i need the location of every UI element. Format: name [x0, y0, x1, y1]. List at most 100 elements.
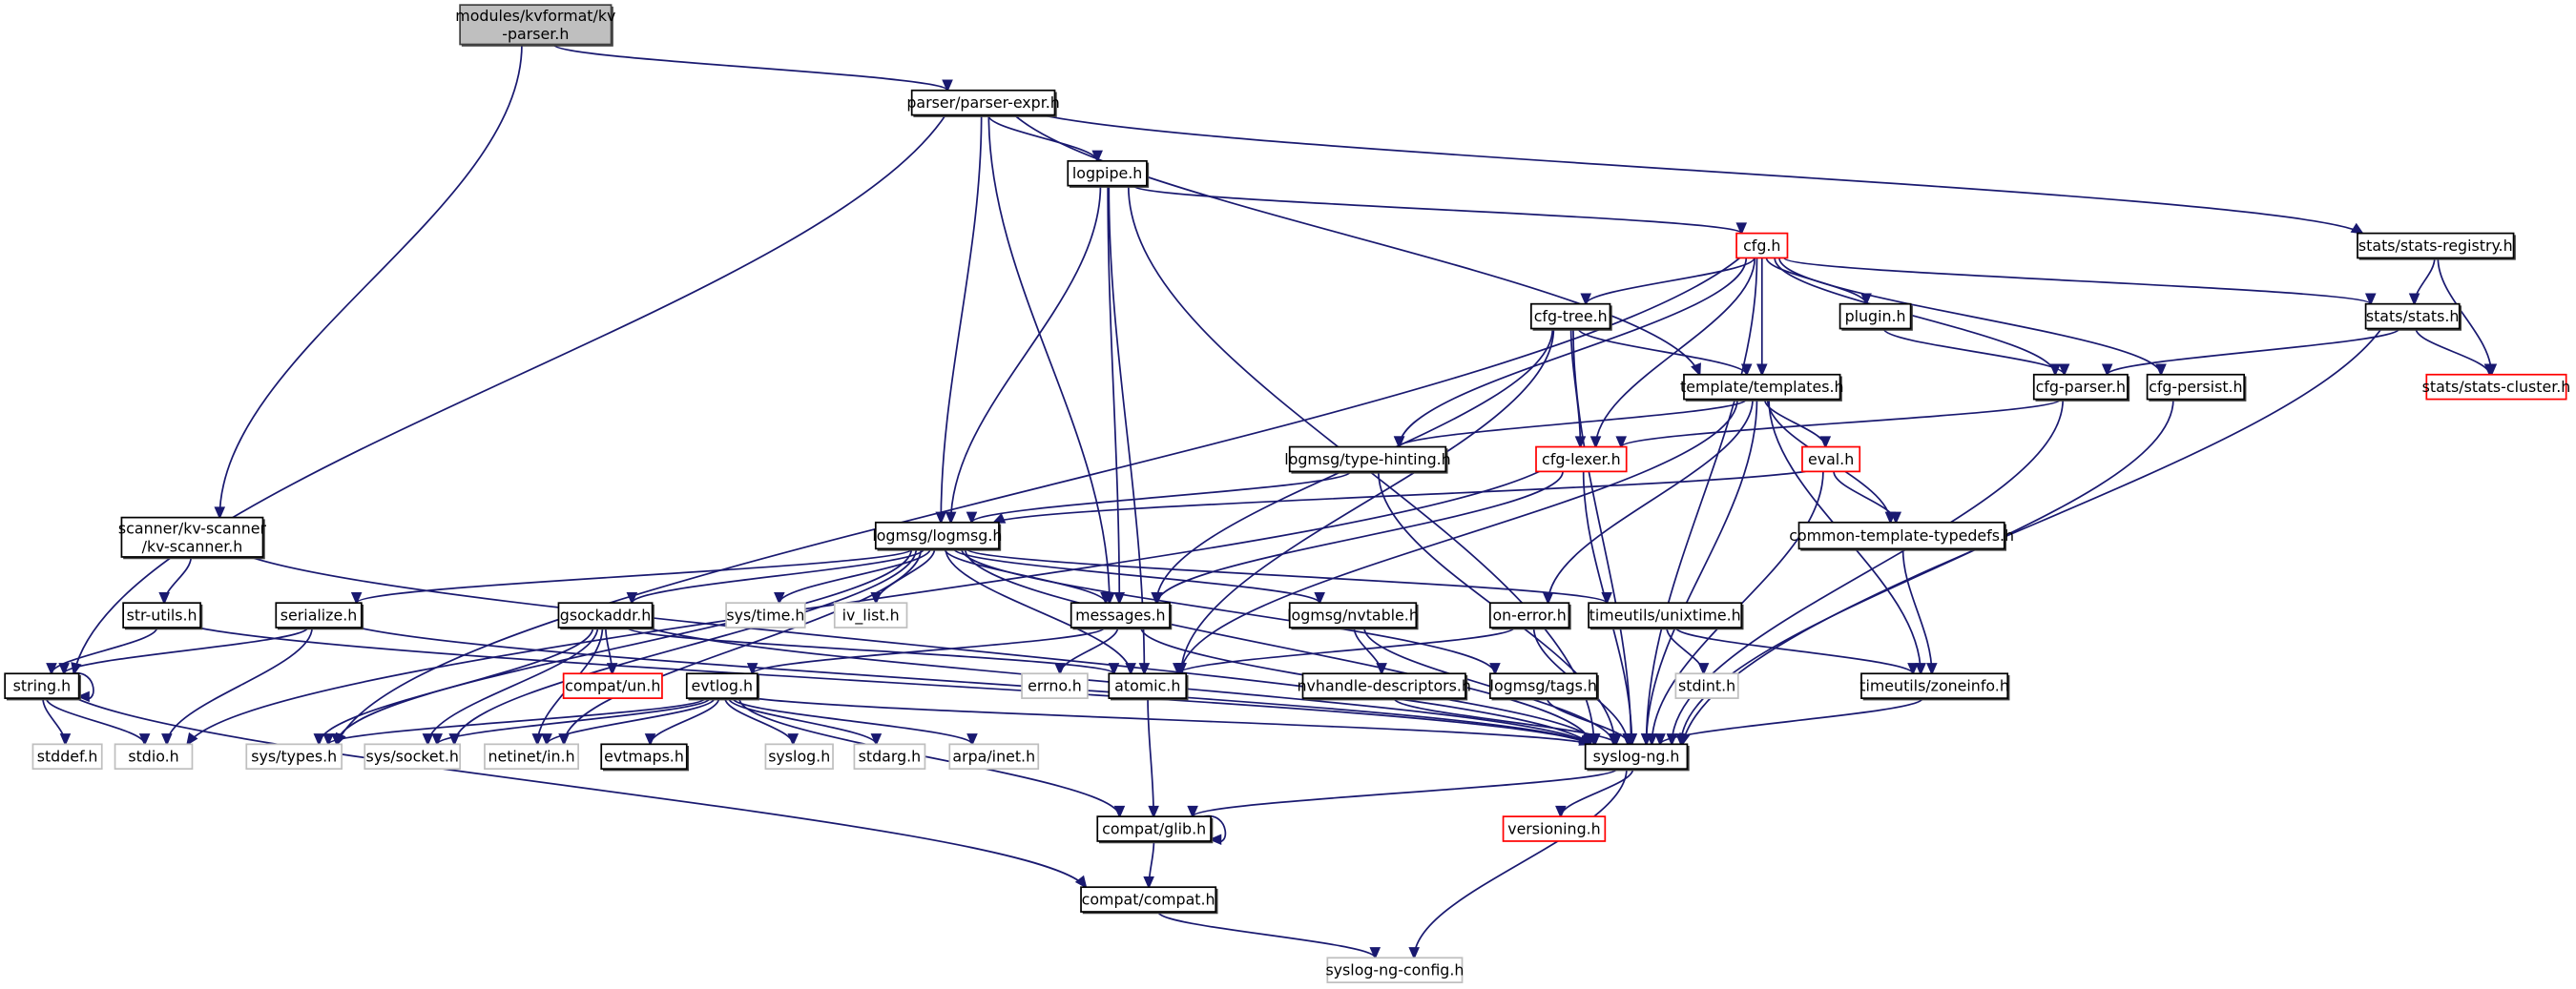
arrowhead: [746, 663, 758, 676]
nodes-layer: modules/kvformat/kv-parser.hparser/parse…: [4, 4, 2571, 983]
edge-path: [1572, 328, 1632, 745]
node-box: [853, 743, 926, 771]
arrowhead: [2483, 363, 2496, 377]
node-label: syslog-ng.h: [1593, 748, 1680, 766]
edge-templates-to-eval: [1763, 399, 1832, 449]
edge-path: [453, 548, 918, 745]
node-stats[interactable]: stats/stats.h: [2364, 302, 2462, 331]
node-cfg[interactable]: cfg.h: [1735, 232, 1789, 259]
edge-cfg-lexer-to-stdio: [186, 470, 1540, 747]
arrowhead: [1615, 436, 1628, 449]
arrowhead: [1926, 663, 1938, 676]
node-cfg-tree[interactable]: cfg-tree.h: [1529, 302, 1612, 331]
edge-cfg-parser-to-cfg-lexer: [1615, 398, 2062, 449]
edge-parser-expr-to-string: [71, 114, 946, 676]
edge-parser-expr-to-messages: [987, 114, 1115, 606]
node-box: [1502, 815, 1607, 842]
node-label: compat/glib.h: [1102, 820, 1206, 838]
node-cfg-parser[interactable]: cfg-parser.h: [2032, 373, 2130, 402]
node-box: [1488, 602, 1570, 628]
node-nvhandle-descriptors[interactable]: nvhandle-descriptors.h: [1298, 672, 1471, 701]
node-evtmaps[interactable]: evtmaps.h: [600, 743, 690, 772]
arrowhead: [2155, 363, 2167, 377]
node-shadow: [688, 674, 760, 701]
edge-templates-to-type-hinting: [1393, 398, 1748, 449]
node-box: [1070, 602, 1171, 628]
node-shadow: [2367, 305, 2462, 331]
edge-messages-to-errno: [1054, 627, 1119, 676]
node-compat-compat[interactable]: compat/compat.h: [1080, 886, 1218, 915]
edge-path: [426, 627, 599, 745]
node-cfg-lexer[interactable]: cfg-lexer.h: [1535, 445, 1628, 473]
edge-path: [1659, 697, 1923, 746]
arrowhead: [1907, 663, 1919, 676]
node-box: [2146, 373, 2246, 401]
node-shadow: [1111, 674, 1189, 701]
node-syslog-ng[interactable]: syslog-ng.h: [1584, 743, 1690, 772]
node-shadow: [461, 6, 613, 47]
node-label: logmsg/tags.h: [1490, 677, 1597, 695]
edge-path: [73, 114, 946, 674]
arrowhead: [1152, 591, 1163, 606]
edge-path: [1156, 471, 1564, 604]
edge-path: [1674, 627, 1914, 675]
edge-messages-to-evtlog: [746, 627, 1106, 676]
node-common-template-typedefs[interactable]: common-template-typedefs.h: [1789, 521, 2014, 551]
node-zoneinfo[interactable]: timeutils/zoneinfo.h: [1859, 672, 2010, 701]
edge-path: [63, 627, 309, 675]
node-cfg-persist[interactable]: cfg-persist.h: [2146, 373, 2247, 402]
node-label: timeutils/unixtime.h: [1589, 607, 1741, 625]
node-box: [1326, 957, 1464, 983]
node-logpipe[interactable]: logpipe.h: [1067, 159, 1150, 188]
node-messages[interactable]: messages.h: [1070, 602, 1173, 630]
node-label: stats/stats-registry.h: [2358, 237, 2513, 255]
node-box: [1108, 672, 1188, 699]
node-label: cfg-lexer.h: [1542, 450, 1621, 468]
node-logmsg[interactable]: logmsg/logmsg.h: [872, 521, 1002, 551]
node-tags[interactable]: logmsg/tags.h: [1488, 672, 1599, 701]
node-stats-registry[interactable]: stats/stats-registry.h: [2357, 232, 2516, 260]
node-box: [1674, 672, 1739, 699]
node-eval[interactable]: eval.h: [1801, 445, 1861, 473]
node-atomic[interactable]: atomic.h: [1108, 672, 1189, 701]
node-plugin[interactable]: plugin.h: [1839, 302, 1913, 331]
node-evtlog[interactable]: evtlog.h: [685, 672, 760, 701]
edge-parser-expr-to-logpipe: [987, 114, 1103, 163]
node-label: cfg-tree.h: [1534, 307, 1608, 325]
arrowhead: [1108, 663, 1120, 676]
edge-logmsg-to-unixtime: [966, 547, 1612, 606]
edge-type-hinting-to-logmsg: [966, 470, 1352, 525]
arrowhead: [606, 663, 618, 676]
edge-logmsg-to-messages: [944, 547, 1111, 606]
arrowhead: [46, 663, 57, 676]
node-shadow: [123, 519, 265, 560]
node-shadow: [124, 604, 203, 630]
arrowhead: [1113, 591, 1126, 606]
node-gsockaddr[interactable]: gsockaddr.h: [557, 602, 654, 630]
node-kv-scanner[interactable]: scanner/kv-scanner/kv-scanner.h: [118, 516, 267, 560]
node-shadow: [1304, 674, 1468, 701]
edge-evtlog-to-compat-glib: [738, 697, 1126, 819]
node-versioning[interactable]: versioning.h: [1502, 815, 1607, 842]
node-nvtable[interactable]: logmsg/nvtable.h: [1287, 602, 1419, 630]
node-parser-expr[interactable]: parser/parser-expr.h: [906, 89, 1060, 117]
edge-string-to-compat-compat: [74, 697, 1088, 889]
edge-syslog-ng-to-compat-glib: [1187, 768, 1618, 819]
node-box: [4, 672, 80, 699]
edge-path: [1398, 398, 1748, 448]
edge-syslog-ng-to-syslog-ng-config: [1408, 769, 1628, 960]
arrowhead: [1589, 733, 1601, 747]
node-type-hinting[interactable]: logmsg/type-hinting.h: [1284, 445, 1451, 474]
node-compat-glib[interactable]: compat/glib.h: [1096, 815, 1214, 844]
node-str-utils[interactable]: str-utils.h: [122, 602, 203, 630]
node-string[interactable]: string.h: [4, 672, 81, 701]
node-templates[interactable]: template/templates.h: [1680, 373, 1844, 402]
node-stats-cluster[interactable]: stats/stats-cluster.h: [2422, 373, 2571, 401]
node-on-error[interactable]: on-error.h: [1488, 602, 1571, 630]
node-label: sys/types.h: [251, 748, 337, 766]
node-unixtime[interactable]: timeutils/unixtime.h: [1588, 602, 1744, 630]
node-compat-un[interactable]: compat/un.h: [562, 672, 663, 699]
node-serialize[interactable]: serialize.h: [275, 602, 364, 630]
arrowhead: [1915, 663, 1926, 676]
edge-logmsg-to-nvtable: [952, 547, 1325, 606]
